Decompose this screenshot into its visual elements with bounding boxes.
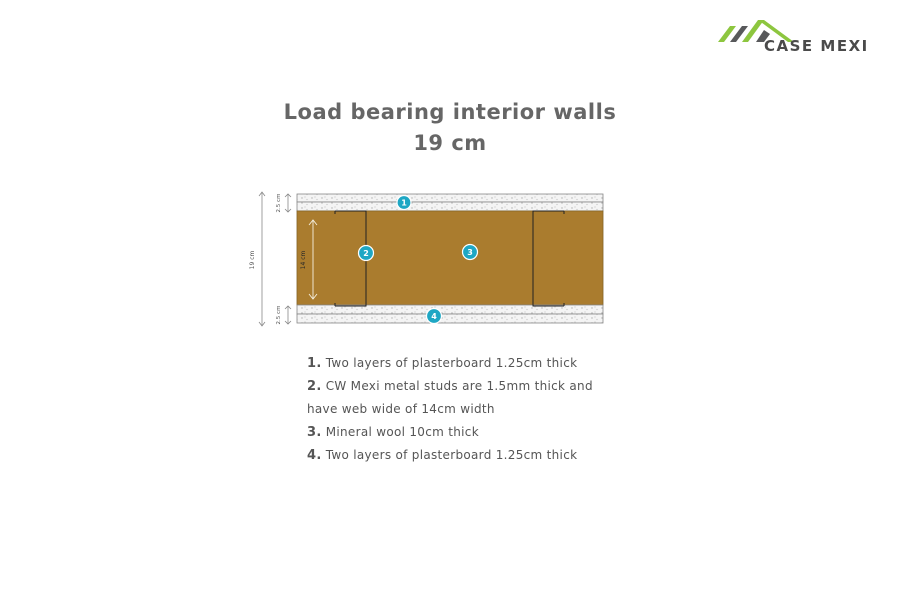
legend-item-3: 3. Mineral wool 10cm thick bbox=[307, 421, 627, 444]
right-metal-stud bbox=[532, 210, 564, 307]
wall-section-diagram: 19 cm 2.5 cm 2.5 cm 14 cm 1 2 3 4 bbox=[249, 191, 604, 327]
stud-width-label: 14 cm bbox=[300, 251, 307, 270]
legend-item-1: 1. Two layers of plasterboard 1.25cm thi… bbox=[307, 352, 627, 375]
legend-number: 1. bbox=[307, 356, 322, 371]
roof-logo-icon bbox=[718, 20, 794, 42]
marker-1: 1 bbox=[396, 194, 412, 211]
marker-2-label: 2 bbox=[363, 249, 369, 258]
legend-text-continuation: have web wide of 14cm width bbox=[307, 402, 495, 416]
brand-logo: CASE MEXI bbox=[716, 16, 886, 60]
legend-text: Two layers of plasterboard 1.25cm thick bbox=[325, 356, 578, 370]
legend: 1. Two layers of plasterboard 1.25cm thi… bbox=[307, 352, 627, 467]
diagram-title: Load bearing interior walls bbox=[283, 100, 617, 124]
marker-3-label: 3 bbox=[467, 248, 473, 257]
legend-number: 4. bbox=[307, 448, 322, 463]
top-board-label: 2.5 cm bbox=[276, 194, 282, 213]
marker-1-label: 1 bbox=[401, 199, 407, 208]
legend-number: 2. bbox=[307, 379, 322, 394]
marker-4-label: 4 bbox=[431, 312, 437, 321]
bottom-plasterboard bbox=[296, 304, 604, 324]
bottom-board-dimension bbox=[284, 305, 292, 325]
mineral-wool bbox=[296, 210, 604, 306]
top-board-dimension bbox=[284, 193, 292, 213]
total-thickness-label: 19 cm bbox=[249, 251, 256, 270]
legend-item-4: 4. Two layers of plasterboard 1.25cm thi… bbox=[307, 444, 627, 467]
legend-item-2: 2. CW Mexi metal studs are 1.5mm thick a… bbox=[307, 375, 627, 421]
total-thickness-dimension bbox=[258, 191, 266, 327]
legend-number: 3. bbox=[307, 425, 322, 440]
legend-text: Mineral wool 10cm thick bbox=[325, 425, 479, 439]
diagram-subtitle: 19 cm bbox=[413, 131, 487, 155]
legend-text: CW Mexi metal studs are 1.5mm thick and bbox=[325, 379, 593, 393]
marker-3: 3 bbox=[461, 243, 479, 261]
top-plasterboard bbox=[296, 193, 604, 212]
brand-name: CASE MEXI bbox=[764, 37, 869, 55]
legend-text: Two layers of plasterboard 1.25cm thick bbox=[325, 448, 578, 462]
bottom-board-label: 2.5 cm bbox=[276, 306, 282, 325]
marker-4: 4 bbox=[425, 307, 443, 325]
stud-width-dimension bbox=[308, 219, 318, 300]
marker-2: 2 bbox=[357, 244, 375, 262]
